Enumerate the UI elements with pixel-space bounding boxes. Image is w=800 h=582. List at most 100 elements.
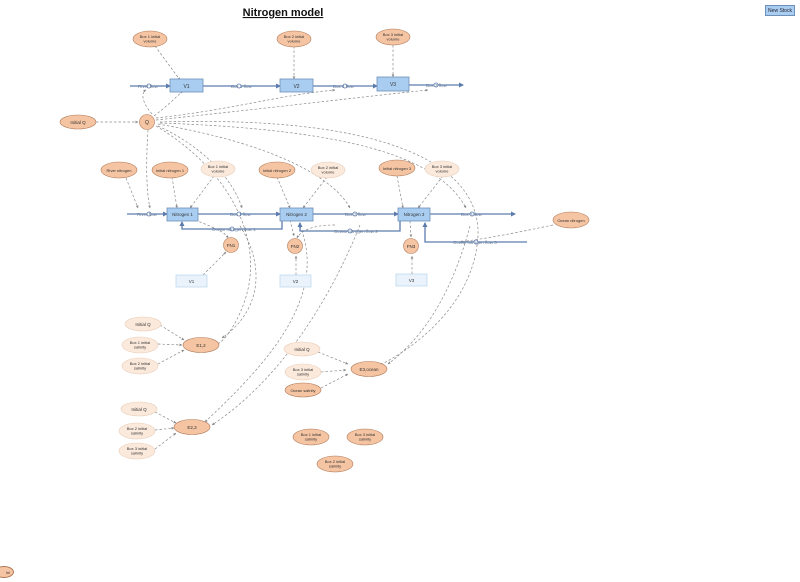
var-e12-box-2-salinity[interactable]: Box 2 initial salinity [121, 357, 159, 375]
stock-v3[interactable]: V3 [376, 76, 410, 92]
link [155, 88, 429, 121]
var-box-2-initial-volume[interactable]: Box 2 initial volume [310, 161, 346, 179]
link [157, 349, 185, 365]
var-box-2-initial-salinity[interactable]: Box 2 initial salinity [316, 455, 354, 473]
stock-label: V1 [183, 84, 189, 90]
variable-label-line-1: Box 3 initial [293, 367, 314, 372]
link [146, 129, 151, 209]
link [289, 219, 295, 237]
link [202, 251, 227, 276]
valve [469, 211, 475, 217]
link-layer [96, 45, 554, 450]
corner-variable[interactable]: Ini [0, 566, 14, 578]
stock-label: Nitrogen 3 [404, 212, 425, 217]
link [159, 324, 185, 341]
valve [236, 83, 242, 89]
var-initial-q[interactable]: Initial Q [59, 114, 97, 130]
var-box-1-initial-volume-top[interactable]: Box 1 initial volume [132, 30, 168, 48]
var-ocean-salinity[interactable]: Ocean salinity [284, 382, 322, 398]
stock-v2[interactable]: V2 [279, 78, 314, 93]
link [317, 351, 349, 365]
stock-layer: V1 V2 V3 Nitrogen 1 Nitrogen 2 Nitrogen … [166, 76, 431, 222]
var-box-3-initial-volume-top[interactable]: Box 3 initial volume [375, 28, 411, 46]
variable-label: Ocean nitrogen [557, 218, 584, 223]
variable-label: Initial Q [294, 347, 310, 352]
var-e23-box-2-salinity[interactable]: Box 2 initial salinity [118, 422, 156, 440]
var-box-2-initial-volume-top[interactable]: Box 2 initial volume [276, 30, 312, 48]
variable-label-line-1: Box 1 initial [130, 340, 151, 345]
variable-label-line-2: volume [212, 169, 226, 174]
var-e12-initial-q[interactable]: Initial Q [124, 316, 162, 332]
valve [433, 82, 439, 88]
link [302, 176, 328, 209]
var-ocean-nitrogen[interactable]: Ocean nitrogen [552, 211, 590, 229]
link [194, 219, 229, 239]
var-e23[interactable]: E2,3 [173, 419, 211, 435]
var-fn2[interactable]: FN2 [287, 238, 303, 254]
variable-label-line-1: Box 1 initial [140, 34, 161, 39]
var-q[interactable]: Q [139, 114, 155, 130]
var-box-1-initial-salinity[interactable]: Box 1 initial salinity [292, 428, 330, 446]
var-river-nitrogen[interactable]: River nitrogen [100, 161, 138, 179]
link [276, 176, 291, 209]
variable-label-line-2: volume [436, 169, 450, 174]
variable-label-line-1: Box 2 initial [130, 361, 151, 366]
link [189, 175, 215, 209]
link [155, 125, 251, 347]
variable-label-line-1: Box 2 initial [284, 34, 305, 39]
ghost-v2[interactable]: V2 [279, 274, 312, 288]
variable-label: FN2 [291, 244, 300, 249]
variable-label-line-2: salinity [131, 451, 143, 456]
variable-label: Initial nitrogen 1 [156, 168, 185, 173]
stock-label: Nitrogen 1 [172, 212, 193, 217]
variable-label: Initial nitrogen 2 [263, 168, 292, 173]
variable-label-line-1: Box 1 initial [301, 432, 322, 437]
var-box-1-initial-volume[interactable]: Box 1 initial volume [200, 160, 236, 178]
link [154, 426, 175, 431]
flow-label: River flow [138, 84, 159, 89]
flow-label: River flow [137, 212, 158, 217]
link [387, 225, 471, 365]
variable-label-line-1: Box 2 initial [325, 459, 346, 464]
var-box-3-initial-volume[interactable]: Box 3 initial volume [424, 160, 460, 178]
ghost-label: V3 [409, 278, 415, 283]
var-box-3-initial-salinity[interactable]: Box 3 initial salinity [346, 428, 384, 446]
variable-label-line-1: Box 2 initial [127, 426, 148, 431]
ghost-v1[interactable]: V1 [175, 274, 208, 288]
new-stock-button[interactable]: New Stock [765, 5, 795, 16]
stock-v1[interactable]: V1 [169, 78, 204, 93]
link [320, 373, 349, 389]
var-initial-nitrogen-3[interactable]: Initial nitrogen 3 [378, 159, 416, 177]
variable-label: Initial Q [70, 120, 86, 125]
link [125, 177, 139, 209]
link [396, 175, 404, 209]
stock-nitrogen-3[interactable]: Nitrogen 3 [397, 207, 431, 222]
var-e3o-initial-q[interactable]: Initial Q [283, 341, 321, 357]
var-fn3[interactable]: FN3 [403, 238, 419, 254]
variable-label: FN1 [227, 243, 236, 248]
valve [236, 211, 242, 217]
var-fn1[interactable]: FN1 [223, 237, 239, 253]
var-e3ocean[interactable]: E3,ocean [350, 361, 388, 377]
var-e12[interactable]: E1,2 [182, 337, 220, 353]
var-e23-box-3-salinity[interactable]: Box 3 initial salinity [118, 442, 156, 460]
valve-layer [146, 82, 479, 245]
link [296, 224, 336, 239]
var-e3o-box-3-salinity[interactable]: Box 3 initial salinity [284, 363, 322, 381]
variable-label-line-2: salinity [134, 366, 146, 371]
flow-label-layer: River flow Box 1 flow Box 2 flow Box 3 f… [137, 83, 497, 245]
stock-nitrogen-2[interactable]: Nitrogen 2 [279, 207, 314, 222]
stock-label: V2 [293, 84, 299, 90]
var-initial-nitrogen-2[interactable]: Initial nitrogen 2 [258, 161, 296, 179]
var-e12-box-1-salinity[interactable]: Box 1 initial salinity [121, 336, 159, 354]
variable-label: E1,2 [196, 343, 206, 348]
ghost-label: V1 [189, 279, 195, 284]
variable-label-line-1: Box 3 initial [127, 446, 148, 451]
var-initial-nitrogen-1[interactable]: Initial nitrogen 1 [151, 161, 189, 179]
var-e23-initial-q[interactable]: Initial Q [120, 401, 158, 417]
stock-nitrogen-1[interactable]: Nitrogen 1 [166, 207, 199, 222]
variable-label-line-1: Box 1 initial [208, 164, 229, 169]
flow-label: Box 2 flow [345, 212, 367, 217]
ghost-v3[interactable]: V3 [395, 273, 428, 287]
